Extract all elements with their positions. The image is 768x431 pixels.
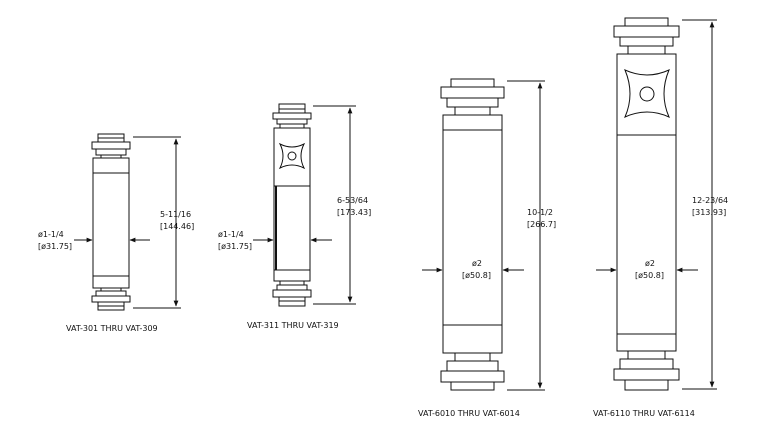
length-label-mm: [266.7] [527,220,556,229]
length-label-inch: 12-23/64 [692,196,728,205]
assembly-vat-6010: 10-1/2 [266.7] ø2 [ø50.8] VAT-6010 THRU … [418,78,556,418]
bottom-fitting [91,287,131,311]
length-dimension [507,80,545,391]
cartridge-body [273,127,311,282]
diameter-label-mm: [ø50.8] [462,271,491,280]
length-dimension [133,136,181,309]
bottom-fitting [272,280,312,307]
bottom-fitting [613,350,680,391]
diameter-label-inch: ø2 [645,259,655,268]
model-caption: VAT-311 THRU VAT-319 [247,321,339,330]
assembly-vat-301: 5-11/16 [144.46] ø1-1/4 [ø31.75] VAT-301… [38,133,194,333]
diameter-label-mm: [ø50.8] [635,271,664,280]
length-dimension [682,19,717,390]
cartridge-body [92,157,130,289]
length-dimension [313,105,356,305]
length-label-inch: 6-53/64 [337,196,368,205]
top-fitting [91,133,131,159]
model-caption: VAT-6010 THRU VAT-6014 [418,409,520,418]
assembly-vat-311: 6-53/64 [173.43] ø1-1/4 [ø31.75] VAT-311… [218,103,371,330]
assembly-vat-6110: 12-23/64 [313.93] ø2 [ø50.8] VAT-6110 TH… [593,17,728,418]
diameter-label-inch: ø1-1/4 [38,230,64,239]
knob-icon [278,142,306,170]
diameter-label-inch: ø2 [472,259,482,268]
length-label-mm: [144.46] [160,222,194,231]
diameter-label-mm: [ø31.75] [38,242,72,251]
top-fitting [440,78,505,116]
cartridge-body [442,114,503,354]
top-fitting [613,17,680,55]
length-label-inch: 10-1/2 [527,208,553,217]
diameter-label-mm: [ø31.75] [218,242,252,251]
model-caption: VAT-6110 THRU VAT-6114 [593,409,695,418]
length-label-mm: [173.43] [337,208,371,217]
length-label-inch: 5-11/16 [160,210,191,219]
top-fitting [272,103,312,129]
length-label-mm: [313.93] [692,208,726,217]
bottom-fitting [440,352,505,391]
model-caption: VAT-301 THRU VAT-309 [66,324,158,333]
knob-icon [624,69,670,118]
diameter-label-inch: ø1-1/4 [218,230,244,239]
